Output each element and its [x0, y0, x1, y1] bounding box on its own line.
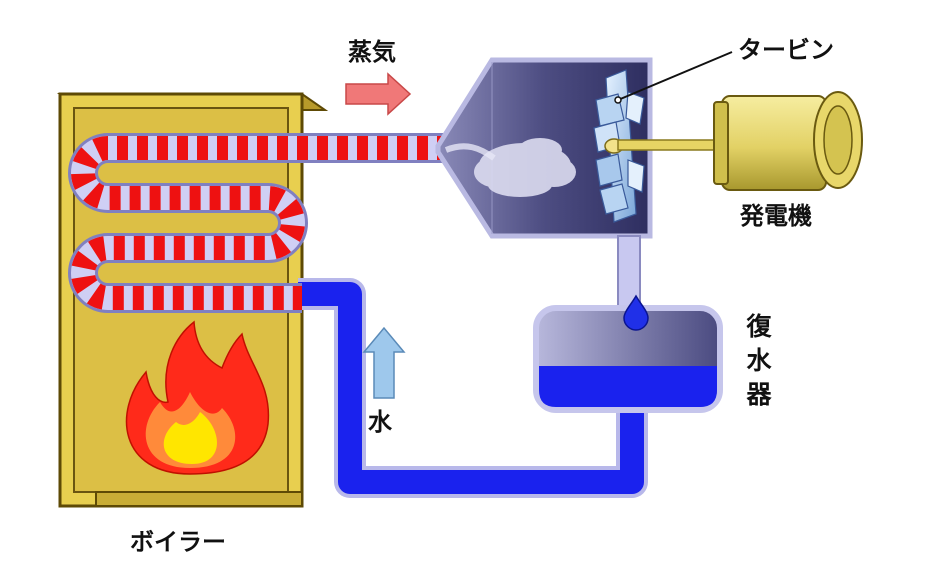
generator-label: 発電機 [740, 202, 812, 230]
water-drop [623, 294, 649, 331]
water-pipe [298, 278, 648, 498]
turbine-label: タービン [738, 36, 834, 64]
condenser [533, 294, 723, 413]
steam-arrow [345, 72, 412, 116]
steam-label: 蒸気 [348, 38, 396, 66]
condenser-label-char-1: 復 [746, 312, 772, 341]
steam-pipe [68, 133, 448, 313]
condenser-label-char-3: 器 [746, 380, 772, 409]
turbine-pointer [617, 51, 733, 101]
condenser-label: 復 水 器 [744, 310, 774, 412]
flame [125, 320, 270, 475]
turbine-housing [435, 57, 653, 239]
steam-cloud [474, 138, 576, 197]
generator [617, 91, 863, 191]
water-arrow [362, 326, 406, 399]
boiler-label: ボイラー [130, 528, 226, 556]
condenser-label-char-2: 水 [746, 346, 772, 375]
water-label: 水 [368, 408, 392, 436]
